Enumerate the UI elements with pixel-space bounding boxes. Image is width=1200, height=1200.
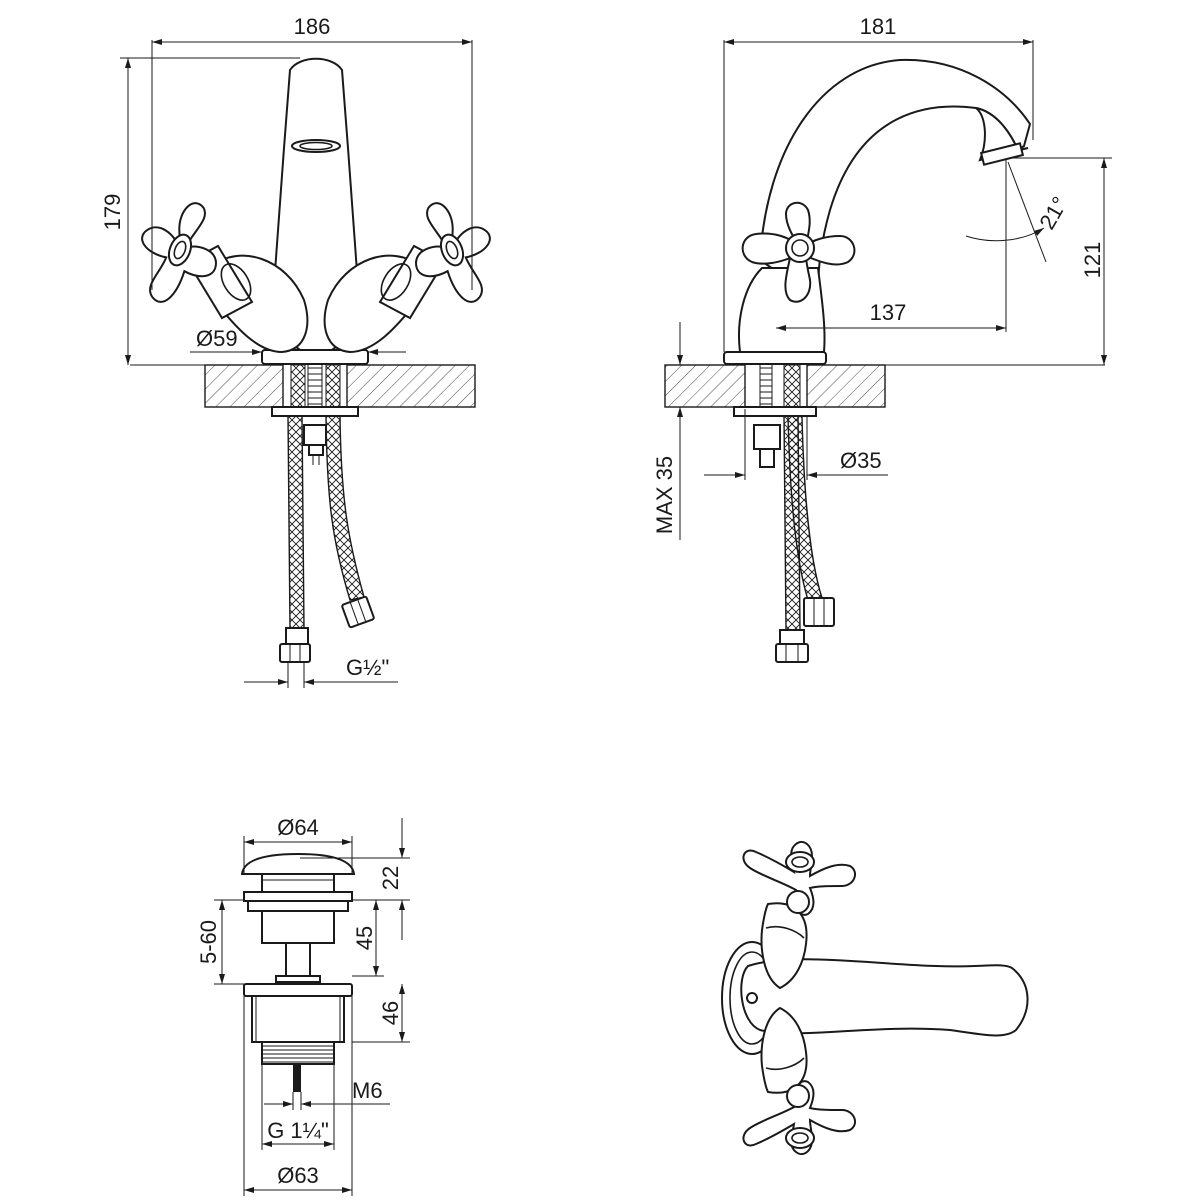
right-cross-handle (415, 202, 491, 303)
right-hose (325, 415, 365, 601)
side-angle-label: 21° (1034, 192, 1072, 233)
side-hole-diameter-label: Ø35 (840, 448, 882, 473)
waste-cap (240, 852, 356, 875)
waste-range-label: 5-60 (196, 920, 221, 964)
waste-cap-height-label: 22 (378, 866, 403, 890)
waste-body-height-label: 46 (378, 1001, 403, 1025)
front-thread-label: G½" (346, 655, 389, 680)
waste-flange (243, 983, 353, 997)
waste-thread-label: G 1¼" (267, 1118, 329, 1143)
front-view: 186 179 Ø59 G½" (100, 14, 491, 688)
top-spout (740, 958, 1029, 1037)
waste-bolt-label: M6 (352, 1078, 383, 1103)
waste-flange-diameter-label: Ø63 (277, 1163, 319, 1188)
side-width-label: 181 (860, 14, 897, 39)
side-spout-height-label: 121 (1080, 242, 1105, 279)
top-cross-handle-upper (742, 840, 857, 916)
side-spout-reach-label: 137 (870, 300, 907, 325)
waste-stroke-label: 45 (352, 926, 377, 950)
side-view: 181 121 137 21° MAX 35 Ø35 (652, 14, 1112, 663)
waste-view: Ø64 22 45 5-60 46 M6 G 1¼" Ø63 (196, 815, 410, 1196)
top-cross-handle-lower (742, 1080, 857, 1156)
left-hose (287, 415, 305, 629)
waste-cap-diameter-label: Ø64 (277, 815, 319, 840)
left-cross-handle (141, 202, 217, 303)
side-max-thickness-label: MAX 35 (652, 456, 677, 534)
waste-thread (261, 1041, 335, 1065)
front-height-label: 179 (100, 194, 125, 231)
top-view (721, 840, 1029, 1156)
front-base-diameter-label: Ø59 (196, 326, 238, 351)
front-width-label: 186 (294, 14, 331, 39)
